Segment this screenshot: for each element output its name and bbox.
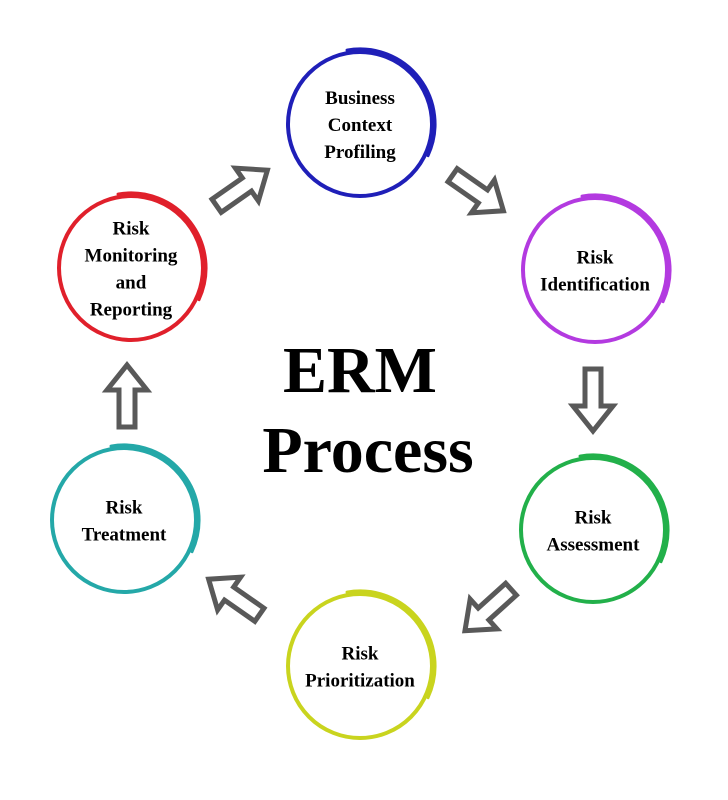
label-risk-prioritization-line-1: Risk bbox=[342, 644, 379, 665]
step-business-context-profiling bbox=[286, 47, 437, 198]
arrow-treatment-to-monitoring bbox=[101, 360, 153, 430]
label-risk-identification-line-1: Risk bbox=[577, 248, 614, 269]
label-risk-monitoring-and-reporting-line-1: Risk bbox=[113, 219, 150, 240]
ring-accent-risk-assessment bbox=[578, 453, 670, 564]
label-risk-monitoring-and-reporting-line-2: Monitoring bbox=[85, 246, 178, 267]
ring-accent-risk-monitoring-and-reporting bbox=[116, 191, 208, 302]
label-business-context-profiling-line-1: Business bbox=[325, 88, 395, 109]
circles-layer bbox=[50, 47, 672, 740]
center-title-line-2: Process bbox=[262, 414, 473, 487]
ring-business-context-profiling bbox=[286, 50, 434, 198]
ring-accent-risk-treatment bbox=[109, 443, 201, 554]
arrows-layer bbox=[101, 165, 619, 634]
ring-accent-risk-prioritization bbox=[345, 589, 437, 700]
step-risk-monitoring-and-reporting bbox=[57, 191, 208, 342]
step-risk-prioritization bbox=[286, 589, 437, 740]
label-risk-assessment-line-2: Assessment bbox=[547, 535, 641, 556]
arrow-assessment-to-prioritization bbox=[461, 579, 520, 634]
ring-risk-treatment bbox=[50, 446, 198, 594]
ring-accent-risk-identification bbox=[580, 193, 672, 304]
ring-accent-business-context-profiling bbox=[345, 47, 437, 158]
label-risk-assessment-line-1: Risk bbox=[575, 508, 612, 529]
label-risk-monitoring-and-reporting-line-4: Reporting bbox=[90, 300, 173, 321]
arrow-context-to-identification bbox=[444, 165, 507, 216]
ring-risk-identification bbox=[521, 196, 669, 344]
ring-risk-prioritization bbox=[286, 592, 434, 740]
ring-risk-assessment bbox=[519, 456, 667, 604]
label-risk-identification-line-2: Identification bbox=[540, 275, 650, 296]
label-business-context-profiling-line-2: Context bbox=[328, 115, 393, 136]
step-risk-treatment bbox=[50, 443, 201, 594]
labels-layer: BusinessContextProfilingRiskIdentificati… bbox=[82, 88, 651, 692]
step-risk-assessment bbox=[519, 453, 670, 604]
label-risk-prioritization-line-2: Prioritization bbox=[305, 671, 415, 692]
label-risk-monitoring-and-reporting-line-3: and bbox=[116, 273, 147, 294]
label-risk-treatment-line-2: Treatment bbox=[82, 525, 167, 546]
label-business-context-profiling-line-3: Profiling bbox=[324, 142, 396, 163]
label-risk-treatment-line-1: Risk bbox=[106, 498, 143, 519]
center-title-line-1: ERM bbox=[283, 334, 437, 407]
arrow-monitoring-to-context bbox=[208, 165, 271, 216]
ring-risk-monitoring-and-reporting bbox=[57, 194, 205, 342]
step-risk-identification bbox=[521, 193, 672, 344]
arrow-identification-to-assessment bbox=[567, 366, 619, 436]
arrow-prioritization-to-treatment bbox=[205, 574, 268, 625]
